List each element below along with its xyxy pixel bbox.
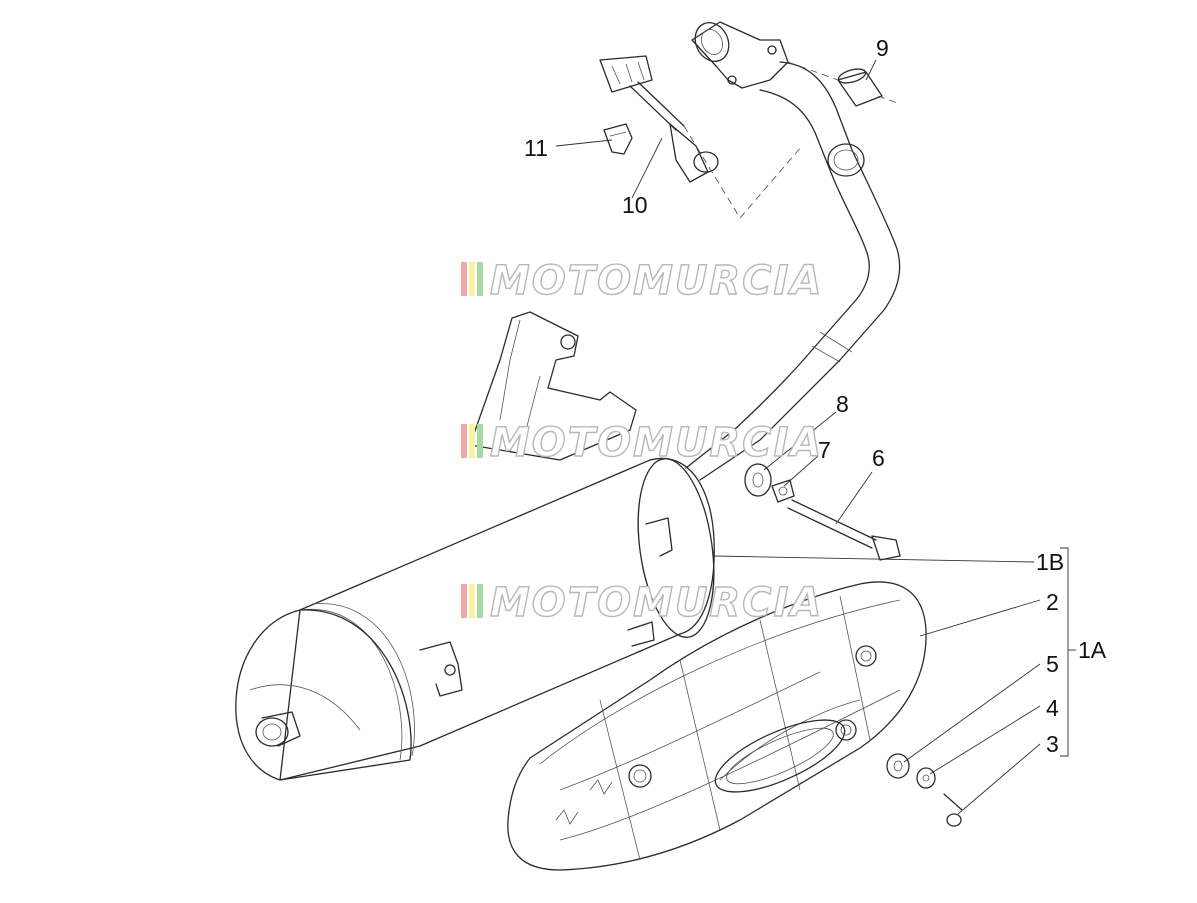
clip-part-11 — [603, 123, 633, 155]
callout-11: 11 — [524, 135, 548, 161]
grommet-part-5 — [886, 753, 910, 779]
watermark-stripe — [461, 584, 467, 618]
callout-3: 3 — [1046, 731, 1059, 757]
assembly-line — [877, 95, 901, 105]
exhaust-manifold-pipe — [685, 21, 901, 481]
callout-1A: 1A — [1078, 637, 1107, 663]
callout-labels: 9 11 10 8 7 6 1B 2 1A 5 4 3 — [524, 35, 1107, 757]
callout-5: 5 — [1046, 651, 1059, 677]
lambda-sensor-part-10 — [599, 55, 719, 183]
sleeve-part-9 — [837, 68, 883, 107]
callout-4: 4 — [1046, 695, 1059, 721]
heat-shield — [507, 581, 927, 871]
watermark-stripe — [461, 424, 467, 458]
washer-part-4 — [916, 767, 936, 789]
watermark-3: MOTOMURCIA — [461, 579, 823, 627]
callout-8: 8 — [836, 391, 849, 417]
callout-10: 10 — [622, 192, 648, 218]
watermark-2: MOTOMURCIA — [461, 419, 823, 467]
screw-part-3 — [943, 793, 963, 827]
watermark-text: MOTOMURCIA — [490, 420, 823, 466]
bolt-part-6 — [787, 499, 901, 561]
watermark-stripe — [469, 262, 475, 296]
watermark-stripe — [477, 584, 483, 618]
watermark-text: MOTOMURCIA — [490, 258, 823, 304]
callout-9: 9 — [876, 35, 889, 61]
muffler-body — [235, 311, 715, 781]
lock-washer-part-7 — [771, 479, 795, 503]
assembly-line — [787, 61, 839, 81]
watermark-1: MOTOMURCIA — [461, 257, 823, 305]
leader-lines — [555, 59, 1076, 815]
watermark-stripe — [477, 262, 483, 296]
callout-7: 7 — [818, 437, 831, 463]
callout-6: 6 — [872, 445, 885, 471]
watermark-stripe — [469, 584, 475, 618]
assembly-line — [683, 125, 803, 219]
callout-1B: 1B — [1036, 549, 1064, 575]
washer-part-8 — [744, 463, 772, 497]
callout-2: 2 — [1046, 589, 1059, 615]
watermark-stripe — [469, 424, 475, 458]
watermark-stripe — [477, 424, 483, 458]
watermark-text: MOTOMURCIA — [490, 580, 823, 626]
watermark-stripe — [461, 262, 467, 296]
